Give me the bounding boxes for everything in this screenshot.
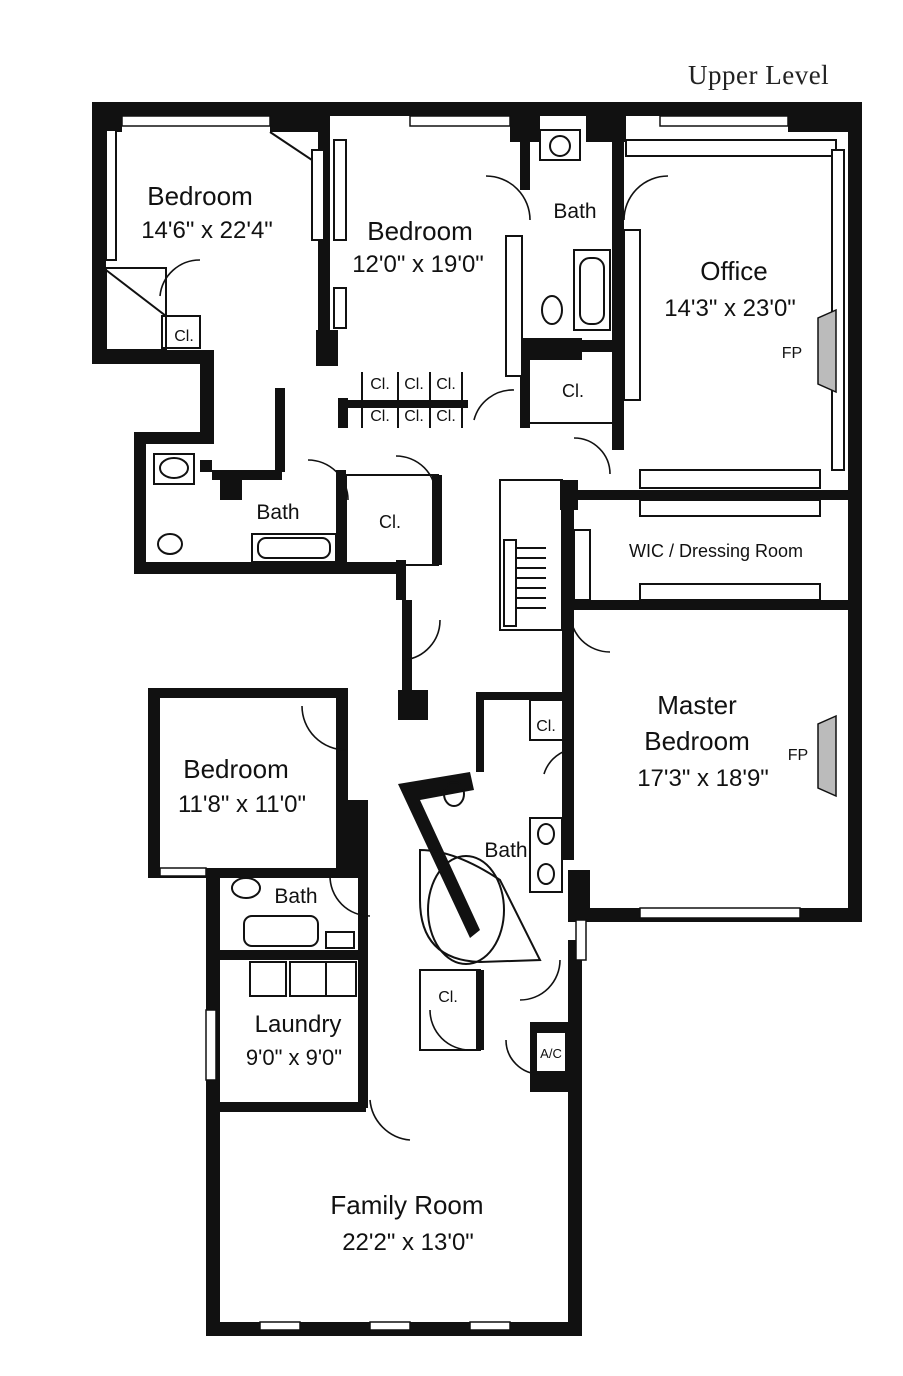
- master-name: Master: [657, 690, 737, 720]
- closet-grid-4: Cl.: [370, 408, 390, 425]
- closet-grid: Cl. Cl. Cl. Cl. Cl. Cl.: [361, 372, 463, 428]
- bedroom1-size: 14'6" x 22'4": [141, 217, 273, 244]
- closet-grid-5: Cl.: [404, 408, 424, 425]
- master-size: 17'3" x 18'9": [637, 765, 769, 792]
- bedroom3-size: 11'8" x 11'0": [178, 791, 306, 818]
- doors: [159, 175, 669, 1141]
- laundry-name: Laundry: [255, 1011, 342, 1038]
- bedroom1-name: Bedroom: [147, 181, 253, 211]
- closet-grid-6: Cl.: [436, 408, 456, 425]
- bath-small-name: Bath: [274, 885, 317, 908]
- windows: [121, 115, 801, 1331]
- interior-walls: [200, 130, 862, 1112]
- office-size: 14'3" x 23'0": [664, 295, 796, 322]
- closet-center-label: Cl.: [379, 512, 401, 532]
- master-fireplace-label: FP: [788, 747, 808, 764]
- closet-grid-1: Cl.: [370, 376, 390, 393]
- closet-grid-3: Cl.: [436, 376, 456, 393]
- closet-master-label: Cl.: [536, 718, 556, 735]
- bath-left-name: Bath: [256, 501, 299, 524]
- closet-grid-2: Cl.: [404, 376, 424, 393]
- ac-label: A/C: [540, 1046, 562, 1061]
- bath-top-name: Bath: [553, 200, 596, 223]
- stairs: [503, 539, 546, 627]
- room-labels: Bedroom 14'6" x 22'4" Bedroom 12'0" x 19…: [141, 181, 808, 1256]
- wic-name: WIC / Dressing Room: [629, 541, 803, 561]
- closet-lower-label: Cl.: [438, 989, 458, 1006]
- closet-stair-label: Cl.: [174, 328, 194, 345]
- closet-bath-label: Cl.: [562, 381, 584, 401]
- office-fireplace-label: FP: [782, 345, 802, 362]
- plan-title: Upper Level: [688, 60, 830, 90]
- family-room-size: 22'2" x 13'0": [342, 1229, 474, 1256]
- bedroom2-name: Bedroom: [367, 216, 473, 246]
- fixtures: [105, 129, 845, 997]
- laundry-size: 9'0" x 9'0": [246, 1045, 342, 1070]
- bath-master-name: Bath: [484, 839, 527, 862]
- office-name: Office: [700, 256, 767, 286]
- master-name-line2: Bedroom: [644, 726, 750, 756]
- bedroom2-size: 12'0" x 19'0": [352, 251, 484, 278]
- bedroom3-name: Bedroom: [183, 754, 289, 784]
- family-room-name: Family Room: [330, 1190, 483, 1220]
